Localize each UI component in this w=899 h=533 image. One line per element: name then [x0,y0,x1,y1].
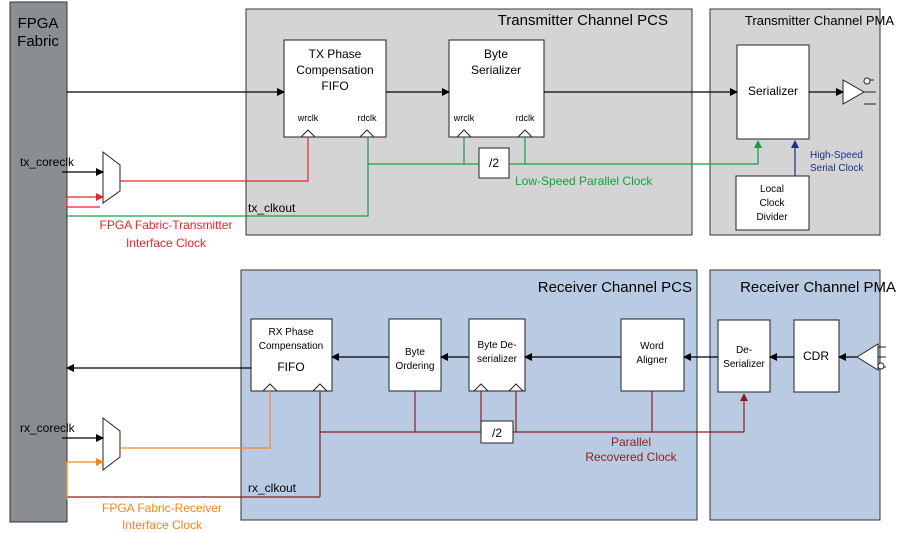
tx-interface-clock-loop [66,193,104,207]
recovered-clock-label-1: Parallel [611,435,651,449]
rx-pcs-region [240,269,698,521]
rx-pma-deserializer-block: De- Serializer [717,319,771,393]
tx-phase-fifo-block: TX Phase Compensation FIFO wrclk rdclk [283,39,387,138]
rx-pma-title: Receiver Channel PMA [740,279,896,296]
tx-byte-serializer-block: Byte Serializer wrclk rdclk [448,39,545,138]
clock-divider-label-3: Divider [756,212,788,223]
fabric-title-line1: FPGA [18,15,59,32]
rx-fifo-label-1: RX Phase [268,327,313,338]
rx-input-buffer-icon [856,343,886,371]
rx-interface-clock-label-2: Interface Clock [122,518,203,532]
tx-serializer-wrclk: wrclk [453,113,475,123]
high-speed-clock-label-2: Serial Clock [810,163,864,174]
fabric-title-line2: Fabric [17,33,59,50]
tx-interface-clock-label-1: FPGA Fabric-Transmitter [100,218,233,232]
rx-pma-region [709,269,881,521]
tx-fifo-label-3: FIFO [321,79,348,93]
clock-divider-label-1: Local [760,184,784,195]
cdr-label: CDR [803,349,829,363]
rx-word-aligner-block: Word Aligner [620,318,685,392]
pma-deserializer-label-1: De- [736,345,752,356]
rx-cdr-block: CDR [793,319,840,393]
word-aligner-label-2: Aligner [636,355,668,366]
tx-clkout-label: tx_clkout [248,201,296,215]
byte-ordering-label-1: Byte [405,347,425,358]
tx-divider-block: /2 [478,147,510,179]
rx-clkout-label: rx_clkout [248,481,297,495]
high-speed-clock-label-1: High-Speed [810,150,863,161]
tx-coreclk-label: tx_coreclk [20,155,75,169]
tx-fifo-label-2: Compensation [296,63,373,77]
byte-deserializer-label-1: Byte De- [478,340,517,351]
low-speed-clock-to-pma [509,140,762,165]
rx-interface-clock-loop [66,458,104,500]
tx-serializer-label-2: Serializer [471,63,521,77]
rx-pcs-title: Receiver Channel PCS [538,279,692,296]
tx-serializer-rdclk: rdclk [515,113,535,123]
recovered-clock-label-2: Recovered Clock [585,450,677,464]
rx-interface-clock-label-1: FPGA Fabric-Receiver [102,501,222,515]
low-speed-clock-label: Low-Speed Parallel Clock [515,174,653,188]
rx-byte-deserializer-block: Byte De- serializer [468,318,526,392]
rx-fifo-label-3: FIFO [277,360,304,374]
rx-coreclk-label: rx_coreclk [20,421,76,435]
tx-serializer-label-1: Byte [484,47,508,61]
rx-interface-clock-wire [120,391,271,449]
pma-deserializer-label-2: Serializer [723,359,765,370]
tx-divider-label: /2 [489,156,499,170]
tx-pma-serializer-block: Serializer [736,44,810,140]
local-clock-divider-block: Local Clock Divider [735,175,810,231]
rx-clock-mux [102,416,121,472]
tx-clock-mux [102,150,121,204]
clock-divider-label-2: Clock [759,198,785,209]
rx-divider-label: /2 [492,426,502,440]
tx-pcs-title: Transmitter Channel PCS [498,12,668,29]
tx-pma-serializer-label: Serializer [748,84,798,98]
tx-fifo-wrclk: wrclk [297,113,319,123]
tx-fifo-label-1: TX Phase [309,47,362,61]
tx-clkout-wire [67,137,369,217]
tx-interface-clock-label-2: Interface Clock [126,236,207,250]
rx-divider-block: /2 [480,420,514,444]
tx-interface-clock-wire [120,137,309,182]
byte-deserializer-label-2: serializer [477,354,518,365]
byte-ordering-label-2: Ordering [396,361,435,372]
fpga-fabric-region [9,1,68,523]
tx-pma-title: Transmitter Channel PMA [745,13,894,28]
rx-byte-ordering-block: Byte Ordering [388,318,442,392]
word-aligner-label-1: Word [640,341,664,352]
tx-fifo-rdclk: rdclk [357,113,377,123]
rx-phase-fifo-block: RX Phase Compensation FIFO [250,318,333,392]
rx-fifo-label-2: Compensation [259,341,323,352]
